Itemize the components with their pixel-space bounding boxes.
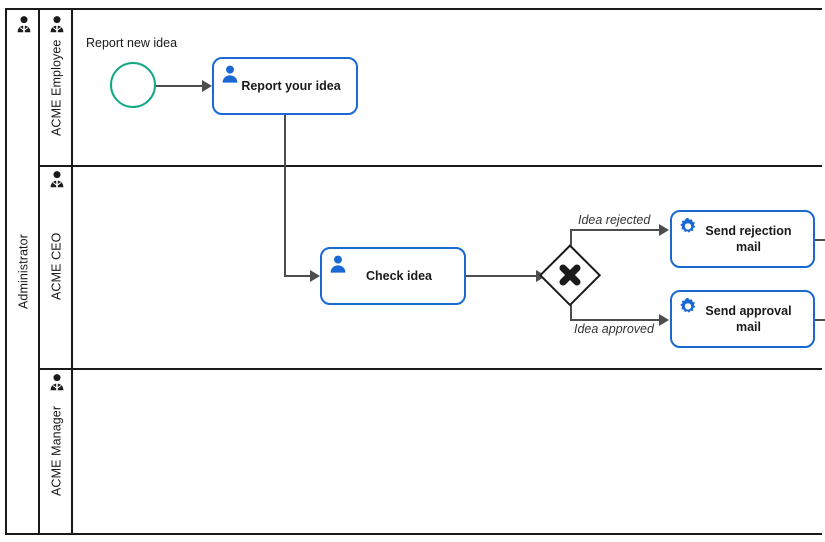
lane-divider-2: [40, 368, 822, 370]
flow-gateway-to-approval-horizontal: [570, 319, 662, 321]
lane-acme-manager[interactable]: ACME Manager: [40, 368, 822, 533]
lane-divider-1: [40, 165, 822, 167]
task-label-check-idea: Check idea: [365, 269, 432, 283]
person-icon: [16, 15, 32, 33]
flow-label-idea-rejected: Idea rejected: [578, 213, 651, 227]
flow-report-to-check-arrowhead: [310, 270, 320, 282]
task-send-approval-mail[interactable]: Send approval mail: [670, 290, 815, 348]
flow-start-to-report-arrowhead: [202, 80, 212, 92]
lane-header-acme-ceo[interactable]: ACME CEO: [40, 165, 73, 368]
flow-check-to-gateway: [466, 275, 538, 277]
flow-report-to-check-horizontal: [284, 275, 312, 277]
flow-gateway-to-rejection-vertical: [570, 229, 572, 251]
task-label-report-your-idea: Report your idea: [241, 79, 341, 93]
task-check-idea[interactable]: Check idea: [320, 247, 466, 305]
pool-header[interactable]: Administrator: [7, 10, 40, 533]
x-marker-icon: [559, 264, 581, 286]
flow-report-to-check-vertical: [284, 115, 286, 276]
task-send-rejection-mail[interactable]: Send rejection mail: [670, 210, 815, 268]
start-event-label: Report new idea: [86, 36, 178, 50]
flow-gateway-to-approval-vertical: [570, 299, 572, 321]
person-icon: [49, 15, 65, 33]
lane-acme-employee[interactable]: ACME Employee: [40, 10, 822, 165]
lane-header-acme-employee[interactable]: ACME Employee: [40, 10, 73, 165]
flow-gateway-to-rejection-horizontal: [570, 229, 662, 231]
task-report-your-idea[interactable]: Report your idea: [212, 57, 358, 115]
lane-label-acme-ceo: ACME CEO: [49, 232, 64, 301]
flow-gateway-to-rejection-arrowhead: [659, 224, 669, 236]
pool-title: Administrator: [16, 234, 31, 309]
flow-label-idea-approved: Idea approved: [574, 322, 654, 336]
service-task-gear-icon: [678, 297, 698, 317]
lane-header-acme-manager[interactable]: ACME Manager: [40, 368, 73, 533]
service-task-gear-icon: [678, 217, 698, 237]
gateway-idea-decision[interactable]: [539, 244, 601, 306]
flow-start-to-report: [156, 85, 204, 87]
flow-stub-approval-outgoing: [815, 319, 825, 321]
task-label-send-approval-mail: Send approval mail: [705, 304, 792, 334]
flow-stub-rejection-outgoing: [815, 239, 825, 241]
lane-label-acme-manager: ACME Manager: [49, 405, 64, 496]
person-icon: [49, 170, 65, 188]
user-task-icon: [220, 64, 240, 84]
task-label-send-rejection-mail: Send rejection mail: [705, 224, 792, 254]
person-icon: [49, 373, 65, 391]
start-event-report-new-idea[interactable]: [110, 62, 156, 108]
lane-label-acme-employee: ACME Employee: [49, 39, 64, 136]
user-task-icon: [328, 254, 348, 274]
flow-gateway-to-approval-arrowhead: [659, 314, 669, 326]
